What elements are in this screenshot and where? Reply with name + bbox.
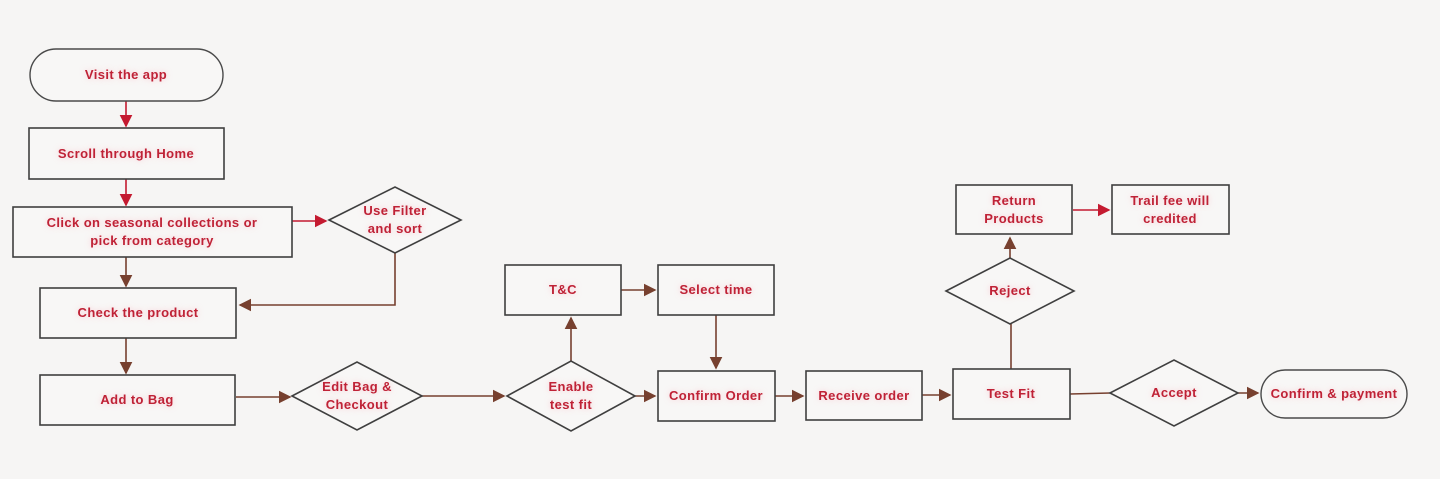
node-visit-app-label: Visit the app [84, 66, 168, 82]
node-return-products-shape [955, 184, 1073, 235]
node-accept-label: Accept [1151, 384, 1197, 400]
node-reject-label: Reject [989, 282, 1031, 298]
node-receive-order-label: Receive order [818, 387, 910, 403]
node-t-and-c-label: T&C [549, 281, 577, 297]
node-use-filter-label: Use Filter and sort [363, 202, 427, 236]
edge-test-fit-accept [1069, 392, 1111, 395]
node-edit-bag-shape [290, 361, 424, 431]
node-add-to-bag-label: Add to Bag [100, 391, 174, 407]
node-scroll-home-shape [28, 127, 225, 180]
node-add-to-bag-shape [39, 374, 236, 426]
node-test-fit-label: Test Fit [986, 385, 1036, 401]
edge-use-filter-check-product [238, 253, 396, 312]
node-confirm-payment-shape [1260, 369, 1408, 419]
node-seasonal-label: Click on seasonal collections or pick fr… [46, 214, 258, 248]
node-confirm-order-label: Confirm Order [668, 387, 764, 403]
node-check-product-label: Check the product [77, 304, 199, 320]
node-return-products-label: Return Products [984, 192, 1044, 226]
node-select-time-label: Select time [679, 281, 753, 297]
node-check-product-shape [39, 287, 237, 339]
node-confirm-order-shape [657, 370, 776, 422]
node-scroll-home-label: Scroll through Home [57, 145, 195, 161]
node-edit-bag-label: Edit Bag & Checkout [322, 378, 392, 412]
node-t-and-c-shape [504, 264, 622, 316]
node-enable-test-fit-label: Enable test fit [548, 378, 594, 412]
node-enable-test-fit-shape [505, 360, 637, 432]
node-receive-order-shape [805, 370, 923, 421]
node-accept-shape [1108, 359, 1240, 427]
node-confirm-payment-label: Confirm & payment [1270, 385, 1398, 401]
node-select-time-shape [657, 264, 775, 316]
node-visit-app-shape [29, 48, 224, 102]
node-use-filter-shape [327, 186, 463, 254]
node-test-fit-shape [952, 368, 1071, 420]
node-trail-fee-shape [1111, 184, 1230, 235]
node-trail-fee-label: Trail fee will credited [1130, 192, 1210, 226]
node-seasonal-shape [12, 206, 293, 258]
node-reject-shape [944, 257, 1076, 325]
